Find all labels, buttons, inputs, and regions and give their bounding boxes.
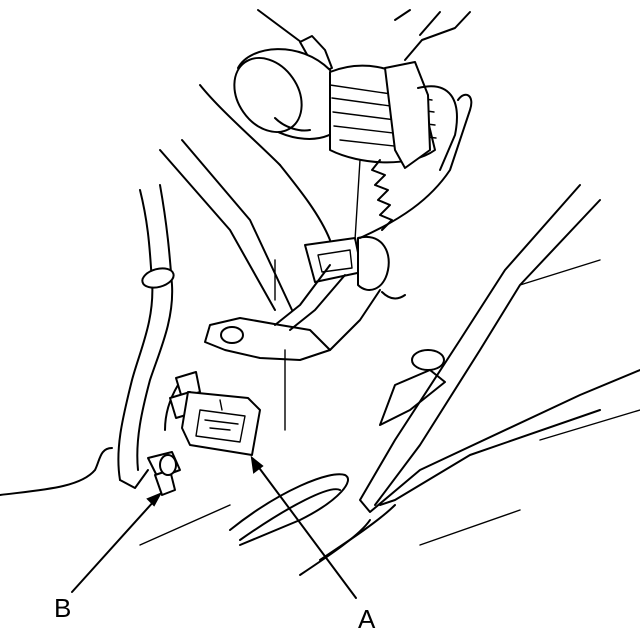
callout-label-a: A bbox=[358, 604, 376, 634]
toothed-edge bbox=[371, 159, 393, 231]
callout-label-b: B bbox=[54, 593, 71, 623]
wire-harness bbox=[0, 184, 175, 496]
clip-b bbox=[147, 451, 181, 496]
mounting-bracket bbox=[204, 259, 381, 431]
arrowhead-a bbox=[250, 455, 264, 474]
upper-connector bbox=[304, 93, 473, 300]
connector-a bbox=[164, 371, 261, 456]
arrowhead-b bbox=[146, 491, 163, 507]
intake-duct bbox=[233, 9, 471, 171]
body-panels bbox=[139, 84, 640, 576]
leader-lines bbox=[71, 455, 357, 599]
